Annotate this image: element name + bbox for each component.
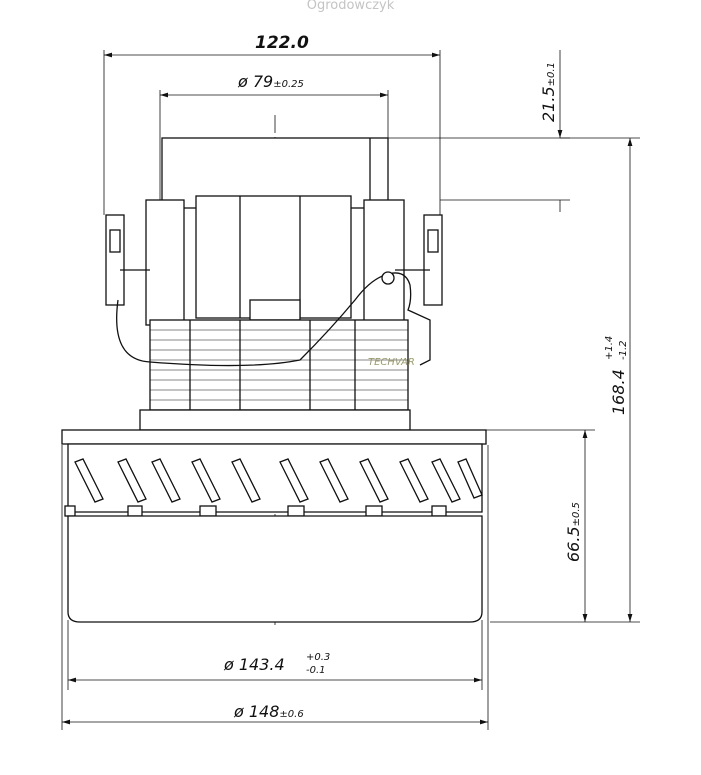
dimension-width-top: 122.0: [103, 33, 441, 215]
svg-text:ø 148±0.6: ø 148±0.6: [233, 702, 304, 721]
dimension-height-fan: 66.5±0.5: [485, 429, 595, 622]
dimension-diameter-flange: ø 148±0.6: [61, 445, 489, 730]
svg-text:ø 143.4: ø 143.4: [223, 655, 285, 674]
motor-housing: [105, 137, 443, 326]
fan-assembly: [61, 429, 487, 623]
svg-text:168.4: 168.4: [609, 369, 628, 415]
dimension-diameter-fan: ø 143.4 +0.3 -0.1: [67, 620, 483, 690]
stamp-text: TECHVAR: [368, 357, 415, 368]
svg-text:-0.1: -0.1: [306, 665, 326, 676]
label-width-top: 122.0: [255, 33, 309, 53]
watermark: Ogrodowczyk: [306, 0, 395, 13]
svg-text:+1.4: +1.4: [604, 336, 615, 360]
svg-text:66.5±0.5: 66.5±0.5: [564, 502, 583, 562]
dimension-diameter-body: ø 79±0.25: [159, 72, 389, 200]
svg-text:+0.3: +0.3: [306, 652, 330, 663]
svg-text:21.5±0.1: 21.5±0.1: [539, 62, 558, 122]
dimension-height-total: 168.4 +1.4 -1.2: [490, 137, 640, 623]
svg-text:ø 79±0.25: ø 79±0.25: [237, 72, 304, 91]
svg-text:-1.2: -1.2: [618, 340, 629, 360]
stator: TECHVAR: [116, 271, 431, 431]
dimension-height-top: 21.5±0.1: [385, 50, 570, 212]
